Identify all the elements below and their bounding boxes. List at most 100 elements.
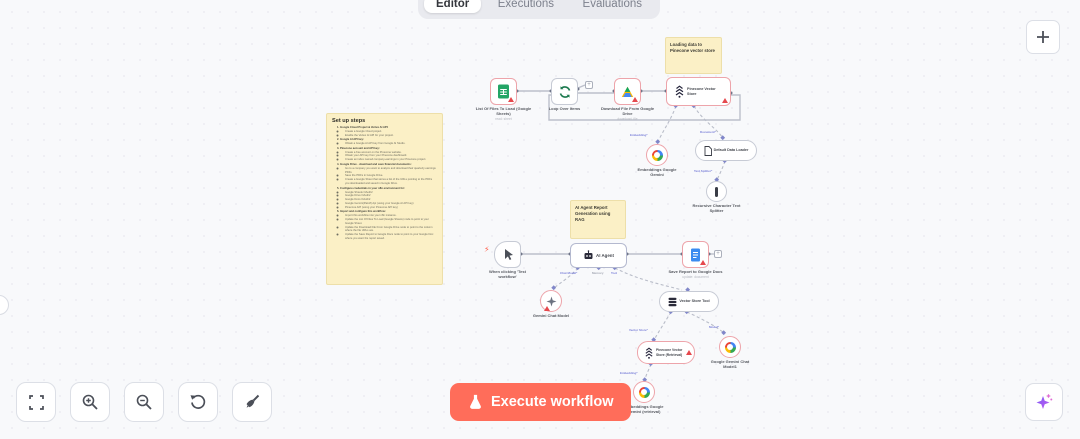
node-download-file-google-drive[interactable]: Download File From Google Drive download… — [601, 78, 654, 121]
unconnected-output-endpoint[interactable]: + — [585, 81, 593, 89]
warning-icon — [722, 98, 728, 103]
sticky-note-setup-steps[interactable]: Set up steps Google Cloud Project & Vert… — [326, 113, 443, 285]
setup-substep: Google Sheets OAuth2 — [345, 191, 437, 195]
tidy-up-button[interactable] — [232, 382, 272, 422]
setup-substep: Go to a company you want to analyze and … — [345, 167, 437, 175]
node-label: Loop Over Items — [548, 106, 581, 111]
node-label: Default Data Loader — [713, 148, 749, 153]
warning-icon — [632, 97, 638, 102]
tidy-up-icon — [246, 394, 260, 408]
node-default-data-loader[interactable]: Default Data Loader — [695, 140, 757, 161]
node-vector-store-tool[interactable]: Vector Store Tool — [659, 291, 719, 312]
execute-workflow-button[interactable]: Execute workflow — [450, 383, 632, 421]
edge-label-tool: Tool — [611, 271, 618, 275]
node-embeddings-google-gemini-retrieval[interactable]: Embeddings Google Gemini (retrieval) — [625, 381, 663, 414]
canvas-toolbar — [16, 382, 272, 422]
database-stack-icon — [668, 297, 677, 306]
edge-label-text-splitter: Text Splitter* — [694, 169, 713, 173]
setup-substep: Obtain a Google AI API key from Google A… — [345, 142, 437, 146]
google-gemini-icon — [724, 341, 736, 353]
pinecone-icon — [675, 85, 684, 98]
setup-substep: Google Drive OAuth2 — [345, 194, 437, 198]
edge-label-embedding: Embedding* — [630, 133, 648, 137]
edge-label-memory: Memory — [592, 271, 604, 275]
node-label: Embeddings Google Gemini (retrieval) — [624, 404, 664, 415]
setup-substep: Save the PDFs in Google Drive. — [345, 174, 437, 178]
node-ai-agent[interactable]: AI Agent — [570, 243, 627, 268]
pinecone-icon — [645, 346, 653, 359]
setup-substep: Enable the Vertex AI API for your projec… — [345, 134, 437, 138]
sticky-title: Set up steps — [332, 118, 366, 124]
node-label: Recursive Character Text Splitter — [692, 203, 741, 214]
setup-step: Configure credentials in your n8n enviro… — [340, 187, 437, 210]
node-embeddings-google-gemini[interactable]: Embeddings Google Gemini — [638, 144, 676, 177]
zoom-in-icon — [82, 394, 98, 410]
document-icon — [704, 145, 712, 156]
text-splitter-icon — [715, 186, 718, 197]
node-recursive-character-text-splitter[interactable]: Recursive Character Text Splitter — [693, 181, 740, 213]
node-gemini-chat-model[interactable]: Gemini Chat Model — [533, 290, 569, 318]
google-sheets-icon — [498, 84, 509, 99]
zoom-to-fit-button[interactable] — [16, 382, 56, 422]
zoom-out-icon — [136, 394, 152, 410]
edge-label-document: Document* — [700, 130, 716, 134]
warning-icon — [700, 260, 706, 265]
sticky-note-loading-data[interactable]: Loading data to Pinecone vector store — [665, 37, 722, 74]
node-when-clicking-test-workflow[interactable]: When clicking 'Test workflow' — [489, 241, 526, 279]
warning-icon — [686, 350, 692, 355]
tab-executions[interactable]: Executions — [497, 0, 555, 10]
tab-evaluations[interactable]: Evaluations — [582, 0, 642, 10]
setup-step: Pinecone account and API key:Create a fr… — [340, 147, 437, 162]
setup-substep: Obtain your API key from your Pinecone d… — [345, 154, 437, 158]
setup-step: Google Drive - download and save financi… — [340, 163, 437, 186]
node-pinecone-vector-store[interactable]: Pinecone Vector Store — [666, 77, 731, 106]
edge-label-chat-model: Chat Model* — [560, 271, 578, 275]
cursor-icon — [504, 249, 513, 260]
sticky-note-ai-agent[interactable]: AI Agent Report Generation using RAG — [570, 200, 626, 239]
reset-zoom-button[interactable] — [178, 382, 218, 422]
node-label: Save Report to Google Docs update: docum… — [668, 269, 723, 279]
sticky-text: AI Agent Report Generation using RAG — [575, 205, 611, 222]
google-gemini-icon — [651, 149, 663, 161]
trigger-bolt-icon: ⚡ — [484, 245, 490, 254]
view-tabbar: Editor Executions Evaluations — [418, 0, 660, 19]
setup-step: Import and configure this workflow:Impor… — [340, 210, 437, 240]
fit-view-icon — [28, 394, 44, 410]
node-loop-over-items[interactable]: Loop Over Items — [549, 78, 580, 111]
setup-substep: Create an index named company-earnings i… — [345, 158, 437, 162]
setup-substep: Create a Google Cloud project. — [345, 130, 437, 134]
zoom-out-button[interactable] — [124, 382, 164, 422]
node-label: Pinecone Vector Store (Retrieval) — [656, 348, 683, 357]
node-label: Pinecone Vector Store — [687, 86, 716, 96]
node-google-gemini-chat-model1[interactable]: Google Gemini Chat Model1 — [711, 336, 749, 369]
add-node-button[interactable] — [1026, 20, 1060, 54]
setup-substep: Google Gemini(PaLM) Api (using your Goog… — [345, 202, 437, 206]
setup-substep: Update the Download File From Google Dri… — [345, 226, 437, 234]
setup-step: Google Cloud Project & Vertex AI API:Cre… — [340, 126, 437, 137]
node-save-report-google-docs[interactable]: Save Report to Google Docs update: docum… — [668, 241, 723, 279]
zoom-in-button[interactable] — [70, 382, 110, 422]
setup-substep: Pinecone API (using your Pinecone API ke… — [345, 206, 437, 210]
setup-substep: Update the Save Report to Google Docs no… — [345, 233, 437, 241]
setup-step: Google AI API key:Obtain a Google AI API… — [340, 138, 437, 146]
loop-icon — [559, 85, 570, 98]
node-list-of-files-google-sheets[interactable]: List Of Files To Load (Google Sheets) re… — [476, 78, 531, 121]
execute-workflow-label: Execute workflow — [491, 394, 614, 410]
node-label: When clicking 'Test workflow' — [489, 269, 526, 280]
edge-label-model: Model* — [709, 325, 719, 329]
reset-zoom-icon — [190, 394, 206, 409]
unconnected-output-endpoint[interactable]: + — [714, 250, 722, 258]
node-label: Download File From Google Drive download… — [600, 106, 655, 121]
plus-icon — [1037, 31, 1049, 43]
node-pinecone-vector-store-retrieval[interactable]: Pinecone Vector Store (Retrieval) — [637, 341, 695, 364]
ai-sparkle-icon — [1036, 394, 1053, 409]
node-label: Google Gemini Chat Model1 — [710, 359, 750, 370]
ai-assistant-button[interactable] — [1025, 383, 1063, 421]
node-label: Vector Store Tool — [679, 299, 710, 304]
robot-icon — [584, 250, 593, 259]
setup-steps-list: Google Cloud Project & Vertex AI API:Cre… — [332, 126, 437, 241]
tab-editor[interactable]: Editor — [424, 0, 482, 13]
node-label: AI Agent — [596, 252, 614, 258]
